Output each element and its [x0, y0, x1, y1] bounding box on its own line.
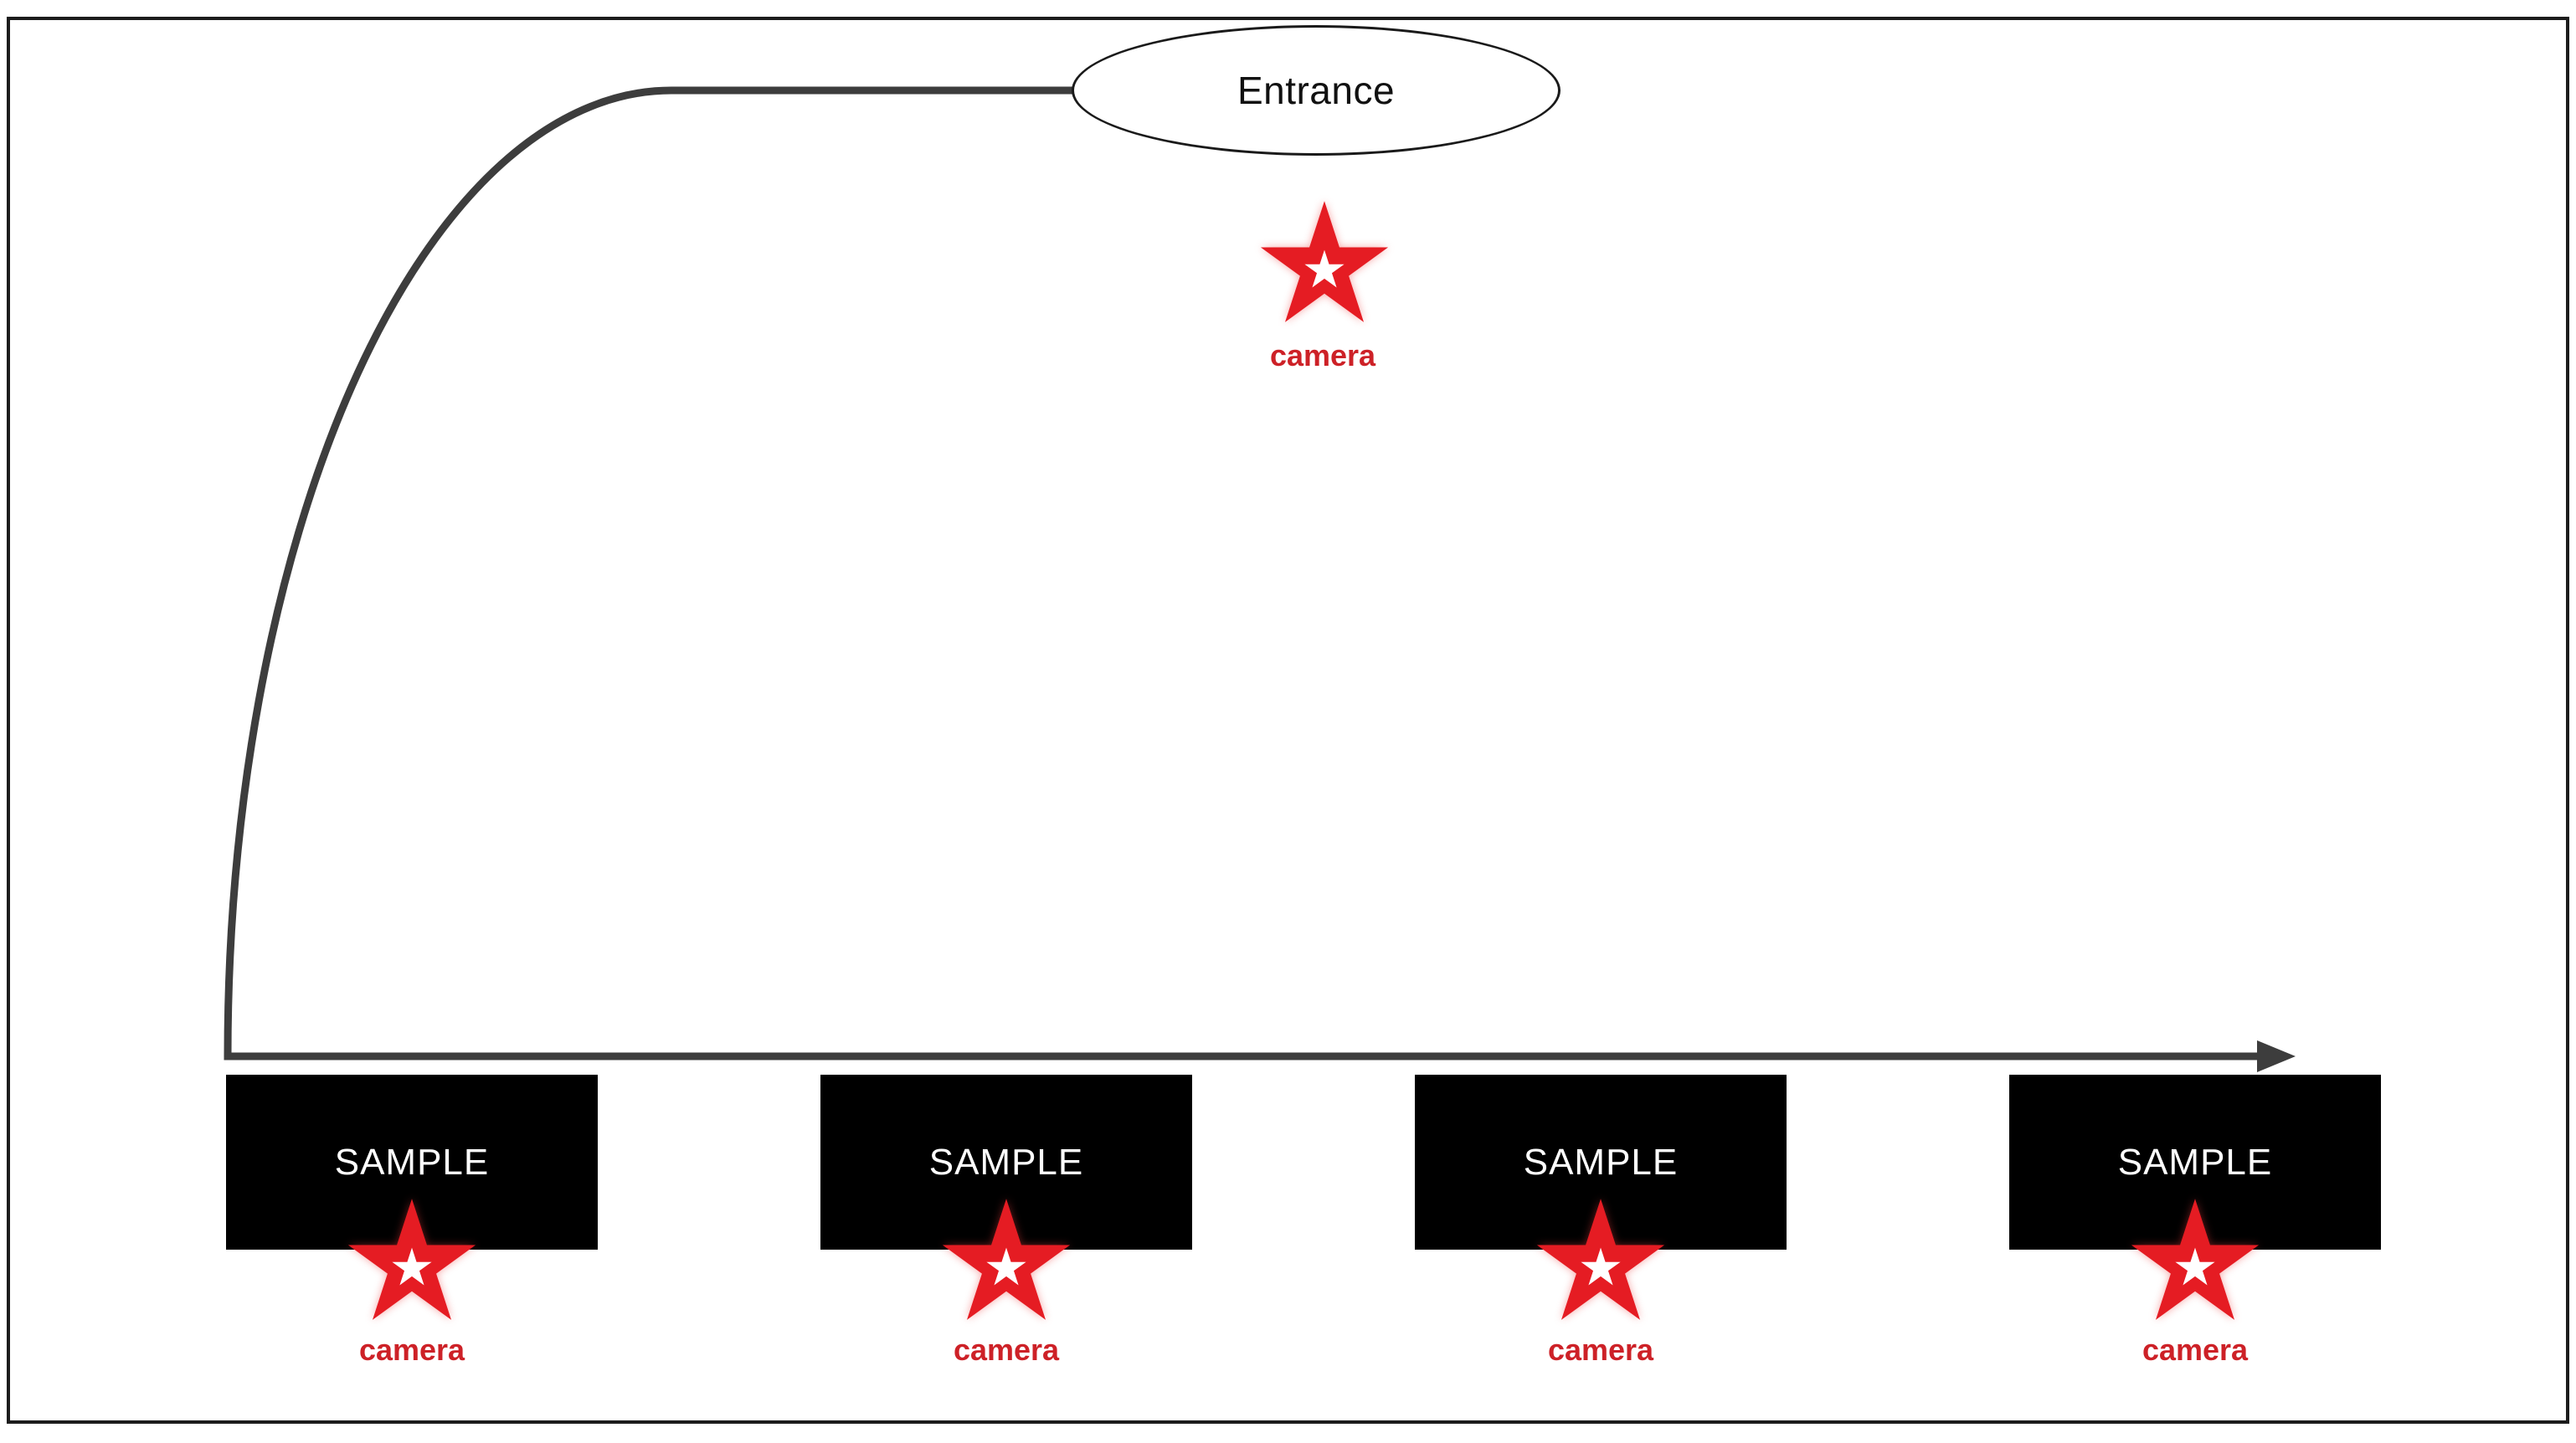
camera-star-icon: [347, 1199, 476, 1320]
camera-label: camera: [1547, 1333, 1654, 1367]
camera-star-icon: [1260, 201, 1389, 322]
camera-label: camera: [2142, 1333, 2249, 1367]
sample-label: SAMPLE: [928, 1141, 1084, 1183]
sample-label: SAMPLE: [1523, 1141, 1679, 1183]
visitor-path-line: [224, 86, 2260, 1060]
entrance-node: Entrance: [1072, 25, 1561, 156]
camera-label: camera: [358, 1333, 465, 1367]
camera-label: camera: [953, 1333, 1060, 1367]
sample-label: SAMPLE: [2117, 1141, 2273, 1183]
diagram-border: [7, 17, 2569, 1424]
camera-label: camera: [1269, 338, 1376, 372]
camera-star-icon: [1536, 1199, 1665, 1320]
sample-box: SAMPLE: [1415, 1075, 1787, 1250]
sample-label: SAMPLE: [334, 1141, 490, 1183]
path-arrow-icon: [2257, 1040, 2296, 1072]
entrance-label: Entrance: [1237, 69, 1396, 112]
camera-star-icon: [942, 1199, 1071, 1320]
camera-star-icon: [2131, 1199, 2260, 1320]
